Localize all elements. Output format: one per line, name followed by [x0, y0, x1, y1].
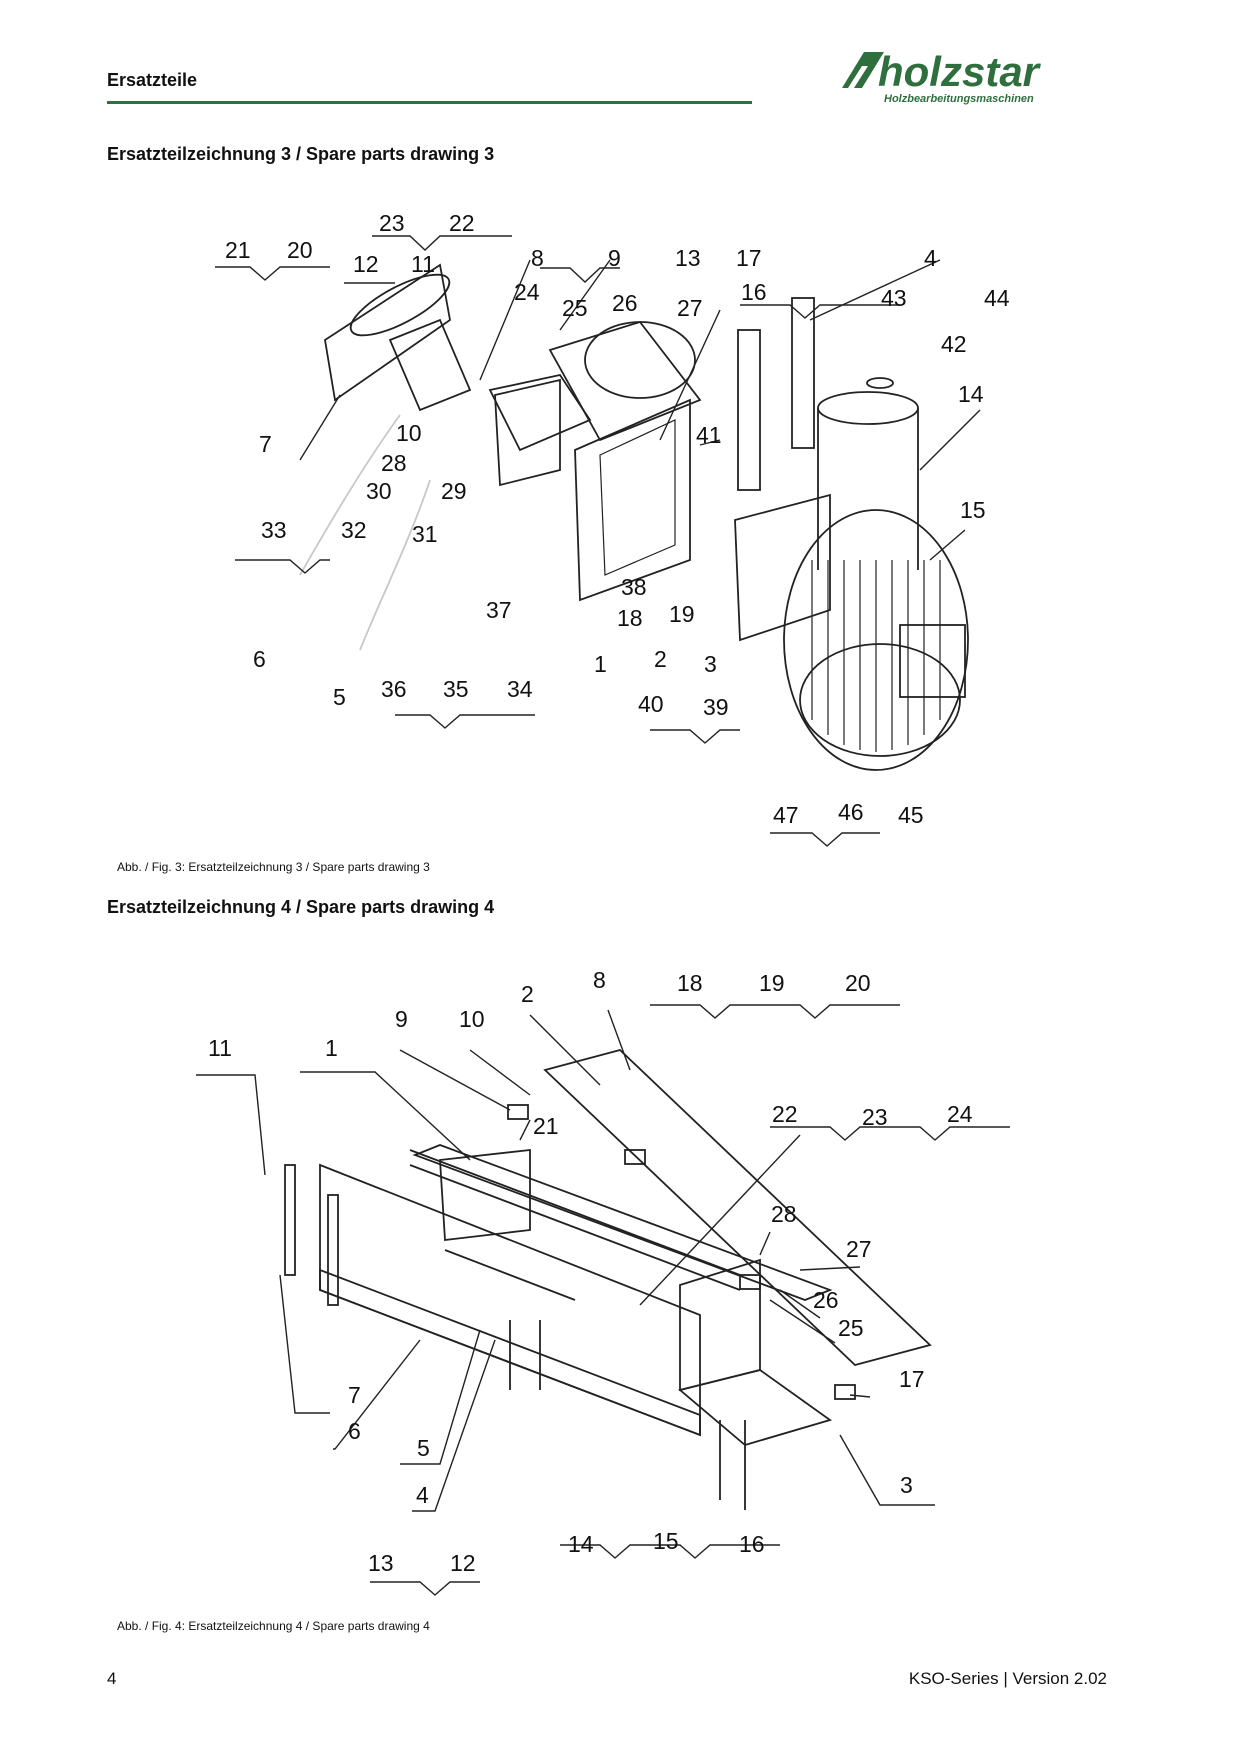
part-label: 43 — [881, 285, 907, 311]
header-divider — [107, 101, 752, 104]
part-label: 1 — [594, 651, 607, 677]
part-label: 20 — [845, 970, 871, 996]
part-label: 29 — [441, 478, 467, 504]
part-label: 19 — [759, 970, 785, 996]
drawing-4-caption: Abb. / Fig. 4: Ersatzteilzeichnung 4 / S… — [117, 1619, 430, 1633]
part-label: 18 — [677, 970, 703, 996]
section-header: Ersatzteile — [107, 70, 198, 90]
part-label: 10 — [459, 1006, 485, 1032]
part-label: 26 — [612, 290, 638, 316]
drawing-3-title: Ersatzteilzeichnung 3 / Spare parts draw… — [107, 144, 495, 164]
part-label: 13 — [675, 245, 701, 271]
part-label: 28 — [381, 450, 407, 476]
part-label: 3 — [704, 651, 717, 677]
part-label: 39 — [703, 694, 729, 720]
part-label: 42 — [941, 331, 967, 357]
part-label: 32 — [341, 517, 367, 543]
part-label: 37 — [486, 597, 512, 623]
part-label: 11 — [208, 1035, 232, 1061]
part-label: 12 — [353, 251, 379, 277]
part-label: 35 — [443, 676, 469, 702]
part-label: 2 — [654, 646, 667, 672]
part-label: 21 — [533, 1113, 559, 1139]
part-label: 19 — [669, 601, 695, 627]
part-label: 9 — [608, 245, 621, 271]
part-label: 8 — [593, 967, 606, 993]
drawing-4-artwork — [284, 1049, 932, 1510]
part-label: 6 — [253, 646, 266, 672]
part-label: 4 — [924, 245, 937, 271]
part-label: 18 — [617, 605, 643, 631]
part-label: 27 — [677, 295, 703, 321]
part-label: 17 — [899, 1366, 925, 1392]
document-version: KSO-Series | Version 2.02 — [908, 1669, 1107, 1688]
part-label: 15 — [960, 497, 986, 523]
part-label: 14 — [958, 381, 984, 407]
drawing-3-leaders — [215, 235, 981, 847]
part-label: 16 — [739, 1531, 765, 1557]
part-label: 5 — [417, 1435, 430, 1461]
part-label: 24 — [947, 1101, 973, 1127]
part-label: 6 — [348, 1418, 361, 1444]
part-label: 11 — [411, 251, 435, 277]
part-label: 22 — [772, 1101, 798, 1127]
part-label: 12 — [450, 1550, 476, 1576]
drawing-4-title: Ersatzteilzeichnung 4 / Spare parts draw… — [107, 897, 495, 917]
part-label: 5 — [333, 684, 346, 710]
part-label: 31 — [412, 521, 438, 547]
drawing-4-leaders — [196, 1004, 1010, 1596]
part-label: 2 — [521, 981, 534, 1007]
part-label: 15 — [653, 1528, 679, 1554]
part-label: 13 — [368, 1550, 394, 1576]
part-label: 23 — [862, 1104, 888, 1130]
part-label: 1 — [325, 1035, 338, 1061]
drawing-4-labels: 2 8 18 19 20 9 10 11 1 21 22 23 24 28 27… — [208, 967, 973, 1576]
logo-wordmark: holzstar — [878, 48, 1042, 95]
part-label: 17 — [736, 245, 762, 271]
part-label: 10 — [396, 420, 422, 446]
part-label: 40 — [638, 691, 664, 717]
drawing-3-artwork — [299, 263, 969, 771]
logo-tagline: Holzbearbeitungsmaschinen — [884, 93, 1034, 105]
part-label: 34 — [507, 676, 533, 702]
drawing-3-labels: 21 20 23 22 12 11 8 24 9 13 17 4 25 26 2… — [225, 210, 1010, 828]
part-label: 45 — [898, 802, 924, 828]
part-label: 33 — [261, 517, 287, 543]
part-label: 20 — [287, 237, 313, 263]
part-label: 7 — [259, 431, 272, 457]
part-label: 25 — [562, 295, 588, 321]
page-number: 4 — [107, 1669, 117, 1688]
drawing-3-caption: Abb. / Fig. 3: Ersatzteilzeichnung 3 / S… — [117, 860, 430, 874]
part-label: 25 — [838, 1315, 864, 1341]
part-label: 28 — [771, 1201, 797, 1227]
part-label: 46 — [838, 799, 864, 825]
part-label: 41 — [696, 422, 722, 448]
part-label: 3 — [900, 1472, 913, 1498]
part-label: 26 — [813, 1287, 839, 1313]
part-label: 47 — [773, 802, 799, 828]
part-label: 24 — [514, 279, 540, 305]
part-label: 38 — [621, 574, 647, 600]
part-label: 30 — [366, 478, 392, 504]
part-label: 27 — [846, 1236, 872, 1262]
holzstar-logo: holzstar Holzbearbeitungsmaschinen — [838, 44, 1110, 110]
part-label: 4 — [416, 1482, 429, 1508]
part-label: 8 — [531, 245, 544, 271]
part-label: 44 — [984, 285, 1010, 311]
part-label: 36 — [381, 676, 407, 702]
part-label: 21 — [225, 237, 251, 263]
part-label: 16 — [741, 279, 767, 305]
part-label: 9 — [395, 1006, 408, 1032]
part-label: 14 — [568, 1531, 594, 1557]
part-label: 7 — [348, 1382, 361, 1408]
part-label: 23 — [379, 210, 405, 236]
part-label: 22 — [449, 210, 475, 236]
holzstar-logo-icon: holzstar Holzbearbeitungsmaschinen — [842, 48, 1042, 105]
